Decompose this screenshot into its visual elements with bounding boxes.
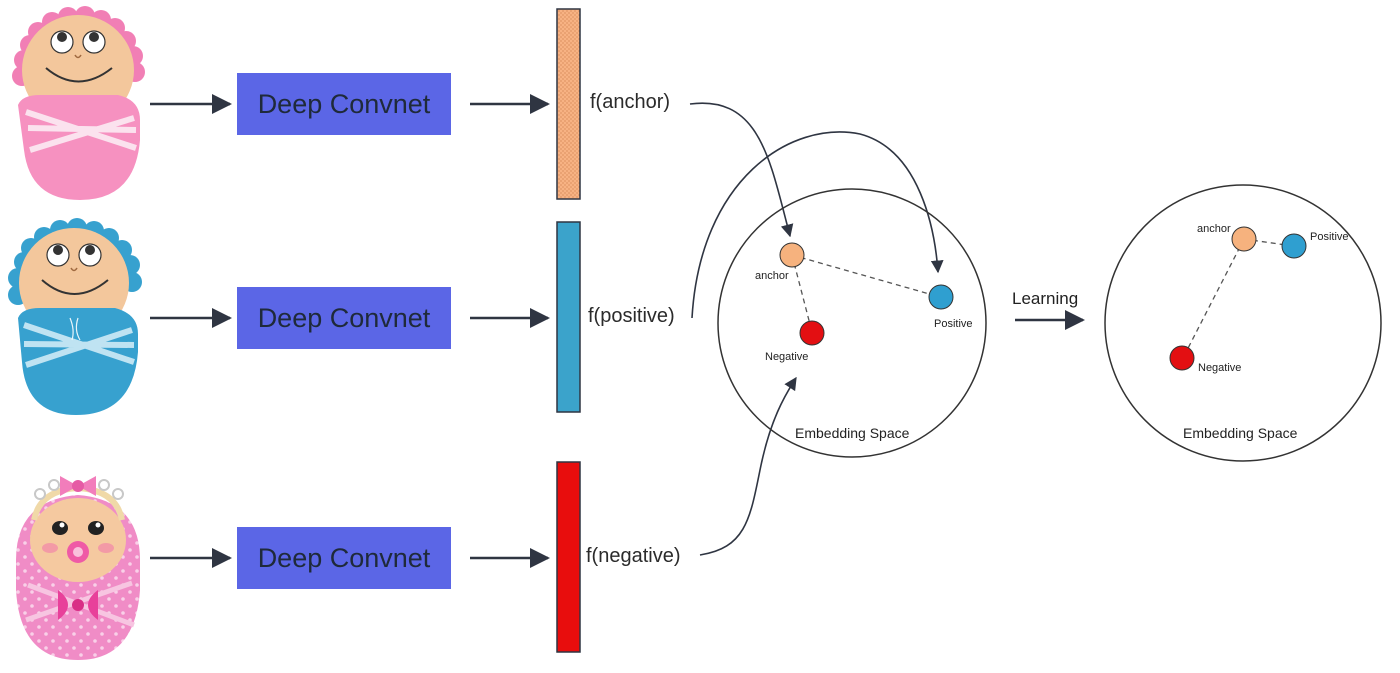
positive-point-label: Positive: [934, 318, 973, 330]
dashed-anchor-positive: [791, 254, 941, 298]
negative-point-label-after: Negative: [1198, 362, 1242, 374]
anchor-point-label: anchor: [755, 270, 789, 282]
arrow-positive-to-space: [691, 131, 944, 319]
anchor-point: [779, 242, 805, 268]
baby-girl-icon: [16, 476, 140, 660]
arrow-anchor-to-space: [689, 102, 794, 238]
dashed-anchor-negative: [791, 254, 813, 333]
embedding-space-label-after: Embedding Space: [1183, 425, 1298, 441]
anchor-point-after: [1231, 226, 1257, 252]
positive-point-after: [1281, 233, 1307, 259]
f-anchor-label: f(anchor): [590, 91, 671, 113]
embedding-space-before: [717, 188, 987, 458]
embedding-space-label-before: Embedding Space: [795, 425, 910, 441]
deep-convnet-anchor: Deep Convnet: [237, 73, 451, 135]
negative-point-after: [1169, 345, 1195, 371]
learning-label: Learning: [1012, 289, 1079, 308]
negative-point-label: Negative: [765, 351, 809, 363]
baby-blue-icon: [8, 218, 142, 415]
baby-pink-icon: [12, 6, 145, 200]
dashed-after-anchor-negative: [1182, 238, 1245, 359]
negative-vector: [556, 461, 581, 653]
negative-point: [799, 320, 825, 346]
anchor-vector: [556, 8, 581, 200]
positive-point: [928, 284, 954, 310]
positive-vector: [556, 221, 581, 413]
f-negative-label: f(negative): [586, 545, 681, 567]
arrow-negative-to-space: [699, 376, 797, 556]
deep-convnet-positive: Deep Convnet: [237, 287, 451, 349]
f-positive-label: f(positive): [588, 305, 675, 327]
anchor-point-label-after: anchor: [1197, 223, 1231, 235]
deep-convnet-negative: Deep Convnet: [237, 527, 451, 589]
embedding-space-after: [1104, 184, 1382, 462]
positive-point-label-after: Positive: [1310, 231, 1349, 243]
